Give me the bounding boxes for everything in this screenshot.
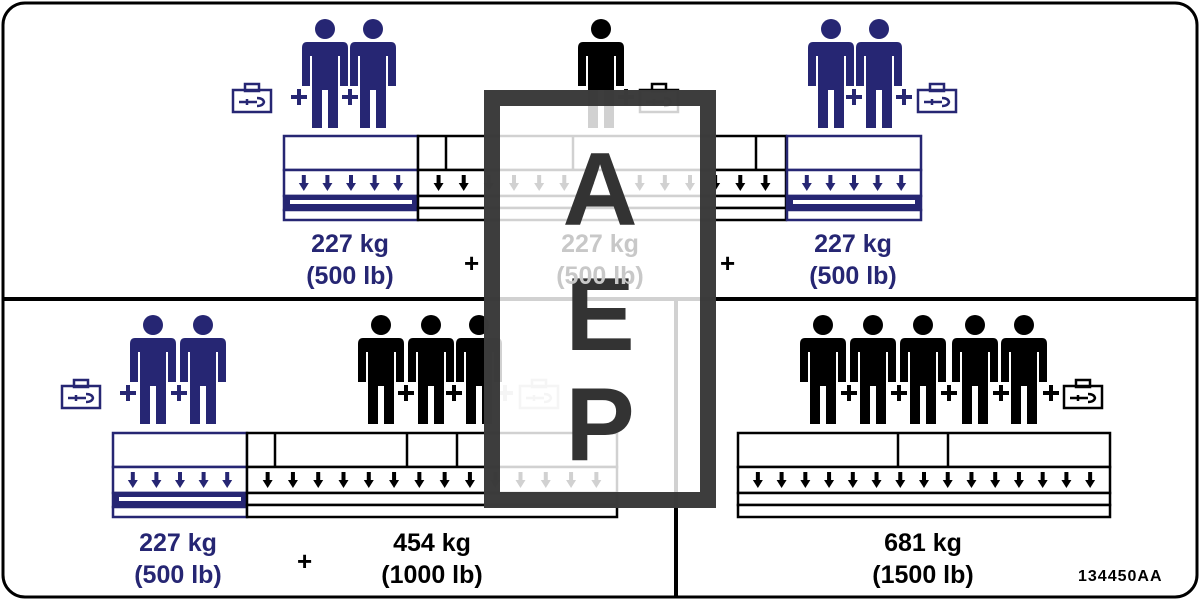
person-icon <box>130 315 176 424</box>
person-icon <box>358 315 404 424</box>
reference-code: 134450AA <box>1078 568 1163 585</box>
aep-letter-a: A <box>562 132 637 248</box>
plus-icon <box>841 385 857 401</box>
capacity-label-bottom-left-b: 454 kg (1000 lb) <box>362 527 502 591</box>
lb-value: (500 lb) <box>306 262 394 290</box>
plus-icon <box>398 385 414 401</box>
kg-value: 227 kg <box>311 230 389 258</box>
plus-icon <box>993 385 1009 401</box>
plus-sign: + <box>720 248 736 278</box>
toolbox-icon <box>1062 378 1104 410</box>
plus-icon <box>1043 385 1059 401</box>
plus-icon <box>446 385 462 401</box>
plus-icon <box>896 89 912 105</box>
platform-icon <box>736 431 1112 519</box>
aep-letter-p: P <box>565 367 634 483</box>
plus-icon <box>342 89 358 105</box>
kg-value: 681 kg <box>884 529 962 557</box>
toolbox-icon <box>231 82 273 114</box>
person-icon <box>900 315 946 424</box>
plus-icon <box>941 385 957 401</box>
lb-value: (1000 lb) <box>381 561 483 589</box>
capacity-label-top-center: 227 kg (500 lb) <box>540 228 660 292</box>
person-icon <box>350 19 396 128</box>
platform-icon <box>111 431 249 519</box>
lb-value: (500 lb) <box>809 262 897 290</box>
person-icon <box>180 315 226 424</box>
kg-value: 227 kg <box>139 529 217 557</box>
capacity-label-top-left: 227 kg (500 lb) <box>290 228 410 292</box>
person-icon <box>952 315 998 424</box>
plus-sign: + <box>464 248 480 278</box>
kg-value: 227 kg <box>814 230 892 258</box>
toolbox-icon <box>60 378 102 410</box>
person-icon <box>850 315 896 424</box>
person-icon <box>856 19 902 128</box>
lb-value: (1500 lb) <box>872 561 974 589</box>
lb-value: (500 lb) <box>556 262 644 290</box>
aep-overlay: A E P <box>484 90 716 508</box>
platform-icon <box>785 134 923 222</box>
plus-icon <box>120 385 136 401</box>
plus-sign: + <box>297 546 313 576</box>
plus-icon <box>846 89 862 105</box>
person-icon <box>800 315 846 424</box>
lb-value: (500 lb) <box>134 561 222 589</box>
capacity-label-bottom-left-a: 227 kg (500 lb) <box>118 527 238 591</box>
capacity-label-bottom-right: 681 kg (1500 lb) <box>853 527 993 591</box>
plus-icon <box>171 385 187 401</box>
kg-value: 227 kg <box>561 230 639 258</box>
person-icon <box>302 19 348 128</box>
plus-icon <box>891 385 907 401</box>
toolbox-icon <box>916 82 958 114</box>
capacity-label-top-right: 227 kg (500 lb) <box>793 228 913 292</box>
person-icon <box>1001 315 1047 424</box>
person-icon <box>808 19 854 128</box>
plus-icon <box>291 89 307 105</box>
person-icon <box>408 315 454 424</box>
kg-value: 454 kg <box>393 529 471 557</box>
aep-letter-e: E <box>565 257 634 373</box>
